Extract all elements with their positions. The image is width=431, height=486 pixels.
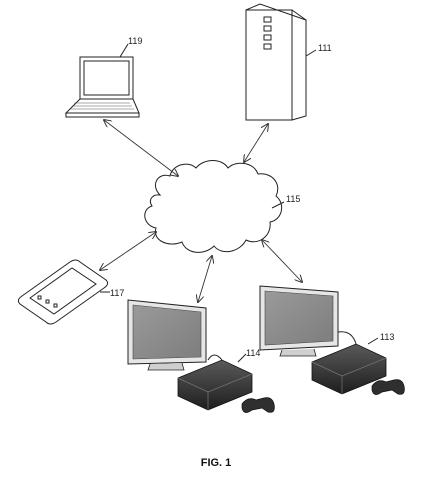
server-label: 111 bbox=[318, 43, 332, 53]
console-left-leader bbox=[237, 353, 247, 363]
console-right-label: 113 bbox=[380, 332, 394, 342]
console-left-label: 114 bbox=[246, 348, 260, 358]
laptop bbox=[64, 43, 140, 118]
phone-label: 117 bbox=[110, 288, 124, 298]
figure-caption: FIG. 1 bbox=[201, 457, 232, 469]
server-tower bbox=[245, 3, 317, 121]
link-server-network bbox=[244, 124, 268, 162]
link-laptop-network bbox=[104, 120, 178, 176]
network-label: 115 bbox=[286, 194, 300, 204]
game-console-right bbox=[311, 331, 387, 395]
tv-left bbox=[127, 299, 207, 371]
game-console-left bbox=[177, 354, 253, 411]
link-tv-right-network bbox=[262, 240, 302, 282]
link-phone-network bbox=[100, 232, 156, 270]
smartphone bbox=[17, 259, 110, 325]
tv-right bbox=[259, 285, 339, 357]
link-tv-left-network bbox=[198, 256, 212, 302]
gamepad-left bbox=[241, 397, 275, 413]
network-cloud bbox=[144, 160, 285, 253]
gamepad-right bbox=[371, 379, 405, 395]
console-right-leader bbox=[367, 337, 379, 345]
laptop-label: 119 bbox=[128, 36, 142, 46]
